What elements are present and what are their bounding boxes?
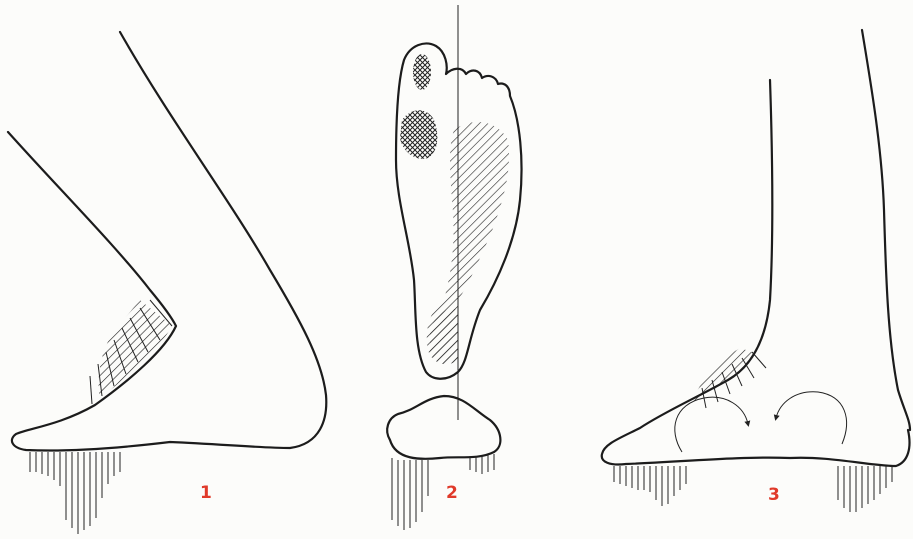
figure-3-rotation-arrow-right [776, 392, 847, 444]
figure-3-rotation-arrow-left [675, 397, 748, 452]
figure-3-ground-arrows-front [614, 466, 686, 506]
figure-1-label: 1 [200, 483, 212, 503]
figure-1-ground-arrows [30, 452, 120, 534]
figure-2-label: 2 [446, 483, 458, 503]
figure-3-front-outline [602, 80, 910, 466]
figure-3-back-outline [862, 30, 910, 430]
figure-2-cross-section [387, 396, 500, 459]
figure-3-label: 3 [768, 485, 780, 505]
figure-2-section-arrows [392, 454, 494, 530]
figure-2-ball-spot [400, 110, 437, 159]
figure-3-side-foot: 3 [602, 30, 910, 512]
figure-2-sole-view: 2 [387, 5, 521, 530]
figure-1-front-outline [8, 32, 326, 451]
figure-3-instep-shading [692, 348, 752, 402]
figure-1-side-foot: 1 [8, 32, 326, 534]
figure-3-ground-arrows-heel [838, 466, 892, 512]
figure-2-big-toe-spot [413, 54, 431, 90]
